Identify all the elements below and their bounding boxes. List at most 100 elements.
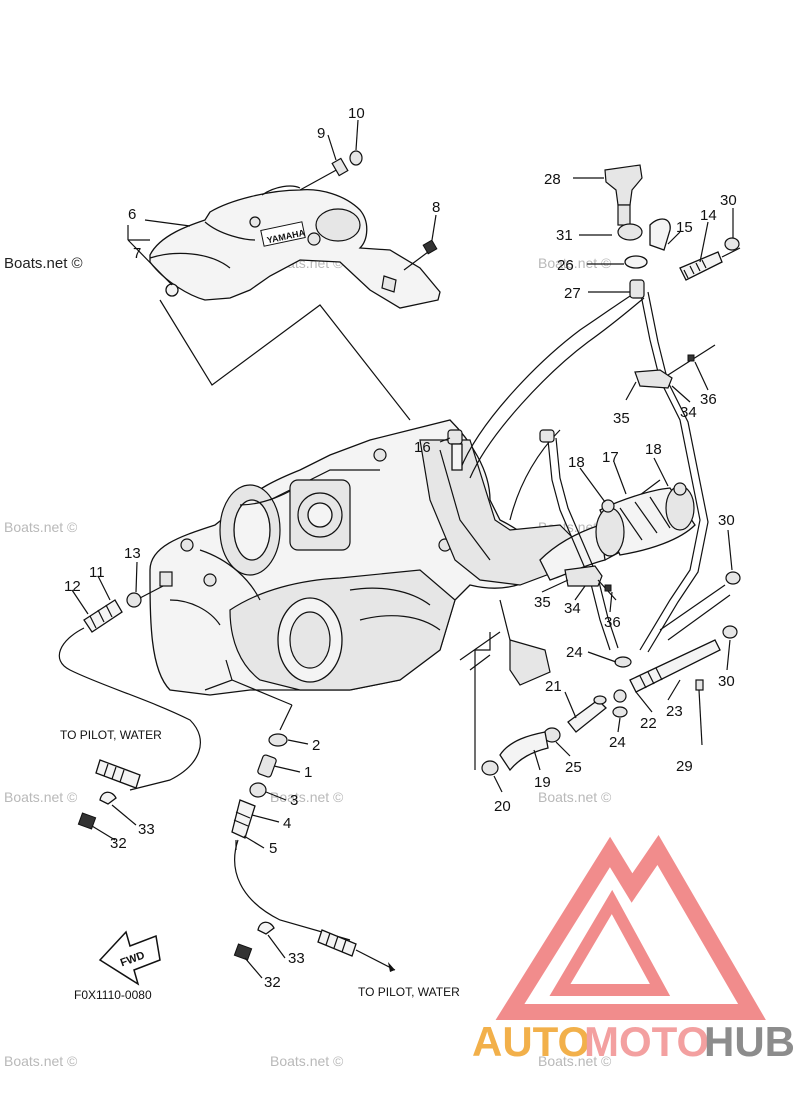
part-label-32: 32 [110,835,127,852]
hose-14 [679,247,741,281]
clamp-18 [601,482,687,513]
clamp-13 [126,571,173,608]
part-label-33: 33 [138,821,155,838]
logo-word-auto: AUTO [472,1018,590,1065]
hose-19 [499,731,549,772]
part-label-9: 9 [317,125,325,142]
clip-33-left [99,791,117,805]
watermark: Boats.net © [4,519,78,535]
cap-15 [649,218,671,251]
fitting-1 [257,754,277,778]
part-label-13: 13 [124,545,141,562]
part-label-31: 31 [556,227,573,244]
part-label-7: 7 [133,245,141,262]
part-label-29: 29 [676,758,693,775]
part-label-20: 20 [494,798,511,815]
part-label-17: 17 [602,449,619,466]
part-label-34: 34 [680,404,697,421]
part-label-36: 36 [700,391,717,408]
fwd-arrow-icon: FWD [98,930,161,986]
sleeve-bottom [317,929,357,957]
part-labels: 1 2 3 4 5 6 7 8 9 10 11 12 13 14 15 16 1… [64,105,737,991]
clamp-20 [481,760,499,776]
part-label-2: 2 [312,737,320,754]
part-label-14: 14 [700,207,717,224]
part-label-19: 19 [534,774,551,791]
logo-word-moto: MOTO [584,1018,709,1065]
part-label-16: 16 [414,439,431,456]
box-part [499,599,551,686]
watermark: Boats.net © [538,1053,612,1069]
part-label-30: 30 [720,192,737,209]
part-label-12: 12 [64,578,81,595]
part-label-36: 36 [604,614,621,631]
clamp-24-low [612,706,628,718]
bracket-bottom [564,565,617,601]
clamp-30-mid [659,571,741,641]
clamp-30-top [724,237,740,251]
part-label-35: 35 [534,594,551,611]
part-label-30: 30 [718,512,735,529]
gasket-26 [624,255,648,269]
part-label-8: 8 [432,199,440,216]
pipe-21 [567,695,607,733]
fitting-2 [268,733,288,747]
clip-32-bottom [233,943,253,961]
watermark: Boats.net © [538,255,612,271]
ring-7 [165,283,179,297]
fitting-27 [629,279,645,299]
watermark-top-left: Boats.net © [4,255,83,272]
automotohub-logo-mark [495,835,766,1020]
clamp-3 [249,782,267,798]
clamp-22 [613,689,627,703]
part-label-25: 25 [565,759,582,776]
exhaust-cover: YAMAHA [149,185,441,309]
watermark: Boats.net © [4,789,78,805]
bracket-top [634,344,716,389]
filler-cap-28 [604,164,643,226]
part-label-34: 34 [564,600,581,617]
clamp-24-top [614,656,632,668]
part-label-3: 3 [290,792,298,809]
clamp-30-low [722,625,738,639]
part-label-10: 10 [348,105,365,122]
cap-10 [349,150,363,166]
part-label-21: 21 [545,678,562,695]
note-to-pilot-left: TO PILOT, WATER [60,728,162,742]
tube-assembly [459,289,709,653]
part-label-6: 6 [128,206,136,223]
clip-33-bottom [257,921,275,935]
part-label-18: 18 [568,454,585,471]
automotohub-logo-text: AUTO MOTO HUB [472,1018,795,1065]
logo-word-hub: HUB [704,1018,795,1065]
part-label-35: 35 [613,410,630,427]
part-label-15: 15 [676,219,693,236]
part-label-24: 24 [609,734,626,751]
part-label-30: 30 [718,673,735,690]
exhaust-manifold [149,419,576,696]
clip-32-left [77,812,97,830]
part-label-5: 5 [269,840,277,857]
part-label-23: 23 [666,703,683,720]
part-label-27: 27 [564,285,581,302]
part-label-22: 22 [640,715,657,732]
hose-12 [83,599,123,633]
part-label-4: 4 [283,815,291,832]
watermark: Boats.net © [270,789,344,805]
hose-4 [231,799,256,839]
part-label-11: 11 [89,564,105,581]
part-label-28: 28 [544,171,561,188]
part-label-32: 32 [264,974,281,991]
hose-23 [629,639,721,693]
watermark: Boats.net © [270,1053,344,1069]
part-label-26: 26 [557,257,574,274]
note-to-pilot-bottom: TO PILOT, WATER [358,985,460,999]
tie-29 [695,679,704,746]
grommet-8 [403,239,438,271]
diagram-code: F0X1110-0080 [74,988,152,1002]
nut-31 [617,223,643,241]
watermark: Boats.net © [4,1053,78,1069]
bolt-9 [299,157,349,191]
part-label-24: 24 [566,644,583,661]
